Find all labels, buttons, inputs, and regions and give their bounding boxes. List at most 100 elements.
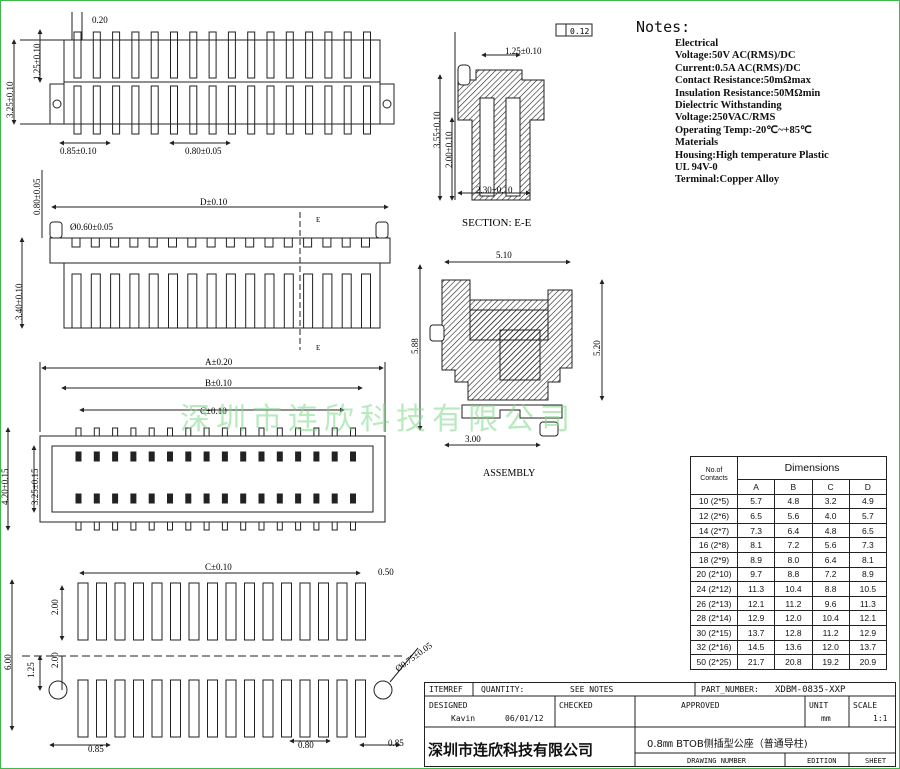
front-pin xyxy=(331,427,338,437)
front-pin xyxy=(75,427,82,437)
title-block-grid xyxy=(425,683,895,766)
table-cell-value: 3.2 xyxy=(811,493,850,510)
tb-designed: DESIGNED xyxy=(429,701,468,710)
table-cell-contacts: 20 (2*10) xyxy=(690,566,738,583)
table-cell-value: 11.2 xyxy=(811,624,850,641)
dim-front-420: 4.20±0.15 xyxy=(0,468,10,505)
pad xyxy=(336,679,348,738)
side-pin xyxy=(264,273,275,329)
front-pin xyxy=(167,427,173,437)
dim-top-085: 0.85±0.10 xyxy=(60,146,97,156)
table-cell-value: 9.7 xyxy=(736,566,776,583)
side-pin-top xyxy=(129,237,139,248)
side-pin xyxy=(90,273,101,329)
front-pin xyxy=(167,493,173,504)
notes-terminal: Terminal:Copper Alloy xyxy=(675,174,780,186)
pad xyxy=(281,679,292,738)
pad xyxy=(170,582,181,641)
table-cell-value: 21.7 xyxy=(736,654,776,670)
table-cell-value: 10.4 xyxy=(811,610,850,626)
tb-sheet: SHEET xyxy=(865,757,887,765)
side-pin-top xyxy=(264,237,274,248)
side-pin xyxy=(110,273,121,329)
front-pin xyxy=(185,427,192,437)
front-pin xyxy=(331,451,338,462)
pad xyxy=(262,582,274,641)
table-cell-contacts: 16 (2*8) xyxy=(690,537,738,553)
top-pin xyxy=(247,31,256,79)
top-pin xyxy=(112,85,121,135)
table-col-a: A xyxy=(736,479,776,495)
table-cell-value: 5.6 xyxy=(774,508,813,524)
tb-date: 06/01/12 xyxy=(505,714,544,723)
front-pin xyxy=(258,493,265,504)
side-pin-top xyxy=(283,237,293,248)
table-cell-value: 12.1 xyxy=(736,595,776,612)
front-pin xyxy=(276,451,283,462)
dim-side-d: D±0.10 xyxy=(200,197,228,207)
front-pin xyxy=(350,521,356,531)
pad xyxy=(133,582,144,641)
table-cell-value: 11.2 xyxy=(774,595,813,612)
side-pin xyxy=(71,273,82,329)
pad xyxy=(281,582,292,641)
top-view-left-hole xyxy=(52,99,62,109)
table-cell-value: 7.3 xyxy=(736,522,776,539)
front-pin xyxy=(112,493,119,504)
table-cell-value: 8.8 xyxy=(774,566,813,583)
dim-top-125: 1.25±0.10 xyxy=(32,43,42,80)
pad xyxy=(188,582,200,641)
side-pin xyxy=(225,273,236,329)
front-pin xyxy=(203,493,210,504)
pad xyxy=(133,679,144,738)
top-pin xyxy=(305,31,314,79)
top-pin xyxy=(208,85,217,135)
dim-pad-080: 0.80 xyxy=(298,740,314,750)
dim-pad-600: 6.00 xyxy=(3,654,13,670)
notes-current: Current:0.5A AC(RMS)/DC xyxy=(675,62,801,74)
side-view-right-post xyxy=(375,221,389,239)
tb-checked: CHECKED xyxy=(559,701,593,710)
top-pin xyxy=(131,31,140,79)
table-cell-value: 12.0 xyxy=(811,639,850,656)
top-pin xyxy=(343,31,352,79)
top-pin xyxy=(227,85,236,135)
notes-housing: Housing:High temperature Plastic xyxy=(675,149,829,161)
section-view xyxy=(437,23,593,201)
watermark: 深圳市连欣科技有限公司 xyxy=(180,402,576,437)
table-cell-contacts: 24 (2*12) xyxy=(690,581,738,597)
top-pin xyxy=(73,31,82,79)
notes-electrical: Electrical xyxy=(675,38,719,49)
front-pin xyxy=(93,493,100,504)
table-cell-value: 9.6 xyxy=(811,595,850,612)
title-block: ITEMREF QUANTITY: SEE NOTES PART_NUMBER:… xyxy=(424,682,896,767)
side-pin xyxy=(361,273,371,329)
side-pin xyxy=(187,273,198,329)
top-pin xyxy=(131,85,140,135)
dim-assembly-510: 5.10 xyxy=(496,250,512,260)
assembly-title: ASSEMBLY xyxy=(483,468,535,479)
pad-left-hole xyxy=(48,680,68,700)
table-cell-value: 8.9 xyxy=(736,551,776,568)
dim-pad-c: C±0.10 xyxy=(205,562,232,572)
assembly-view xyxy=(417,259,605,448)
table-cell-value: 7.2 xyxy=(774,537,813,553)
notes-voltage2: Voltage:250VAC/RMS xyxy=(675,112,776,124)
dim-front-a: A±0.20 xyxy=(205,357,233,367)
table-cell-value: 11.3 xyxy=(848,595,888,612)
dim-pad-125: 1.25 xyxy=(26,662,36,678)
pad xyxy=(151,582,163,641)
top-pin xyxy=(363,31,371,79)
notes-voltage: Voltage:50V AC(RMS)/DC xyxy=(675,50,796,62)
front-pin xyxy=(221,493,228,504)
front-pin xyxy=(276,493,283,504)
front-pin xyxy=(112,427,119,437)
notes-contact-res: Contact Resistance:50mΩmax xyxy=(675,75,811,87)
